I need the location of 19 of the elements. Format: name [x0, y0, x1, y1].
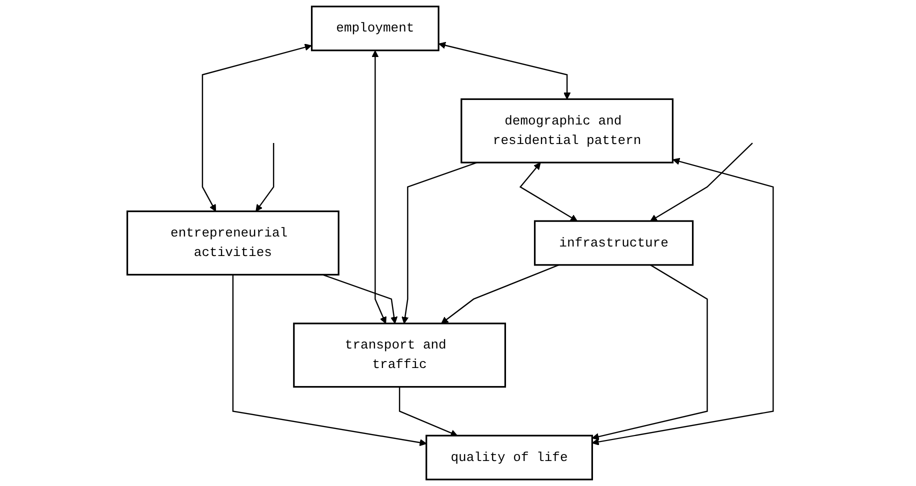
arrow	[398, 386, 458, 436]
arrow	[401, 162, 477, 324]
node-box: entrepreneurial activities	[126, 210, 340, 276]
arrow	[371, 50, 386, 324]
arrow	[592, 158, 774, 446]
node-box: quality of life	[425, 434, 593, 480]
node-box: demographic and residential pattern	[460, 98, 674, 164]
node-box: infrastructure	[534, 220, 694, 266]
arrow	[202, 44, 312, 212]
arrow	[519, 162, 578, 222]
node-box: employment	[310, 6, 440, 52]
arrow	[592, 264, 708, 440]
arrow	[440, 264, 559, 324]
node-box: transport and traffic	[292, 322, 506, 388]
arrow	[255, 143, 274, 212]
arrow	[438, 42, 570, 100]
arrow	[650, 142, 753, 222]
arrow	[232, 274, 426, 446]
arrow	[322, 274, 398, 324]
